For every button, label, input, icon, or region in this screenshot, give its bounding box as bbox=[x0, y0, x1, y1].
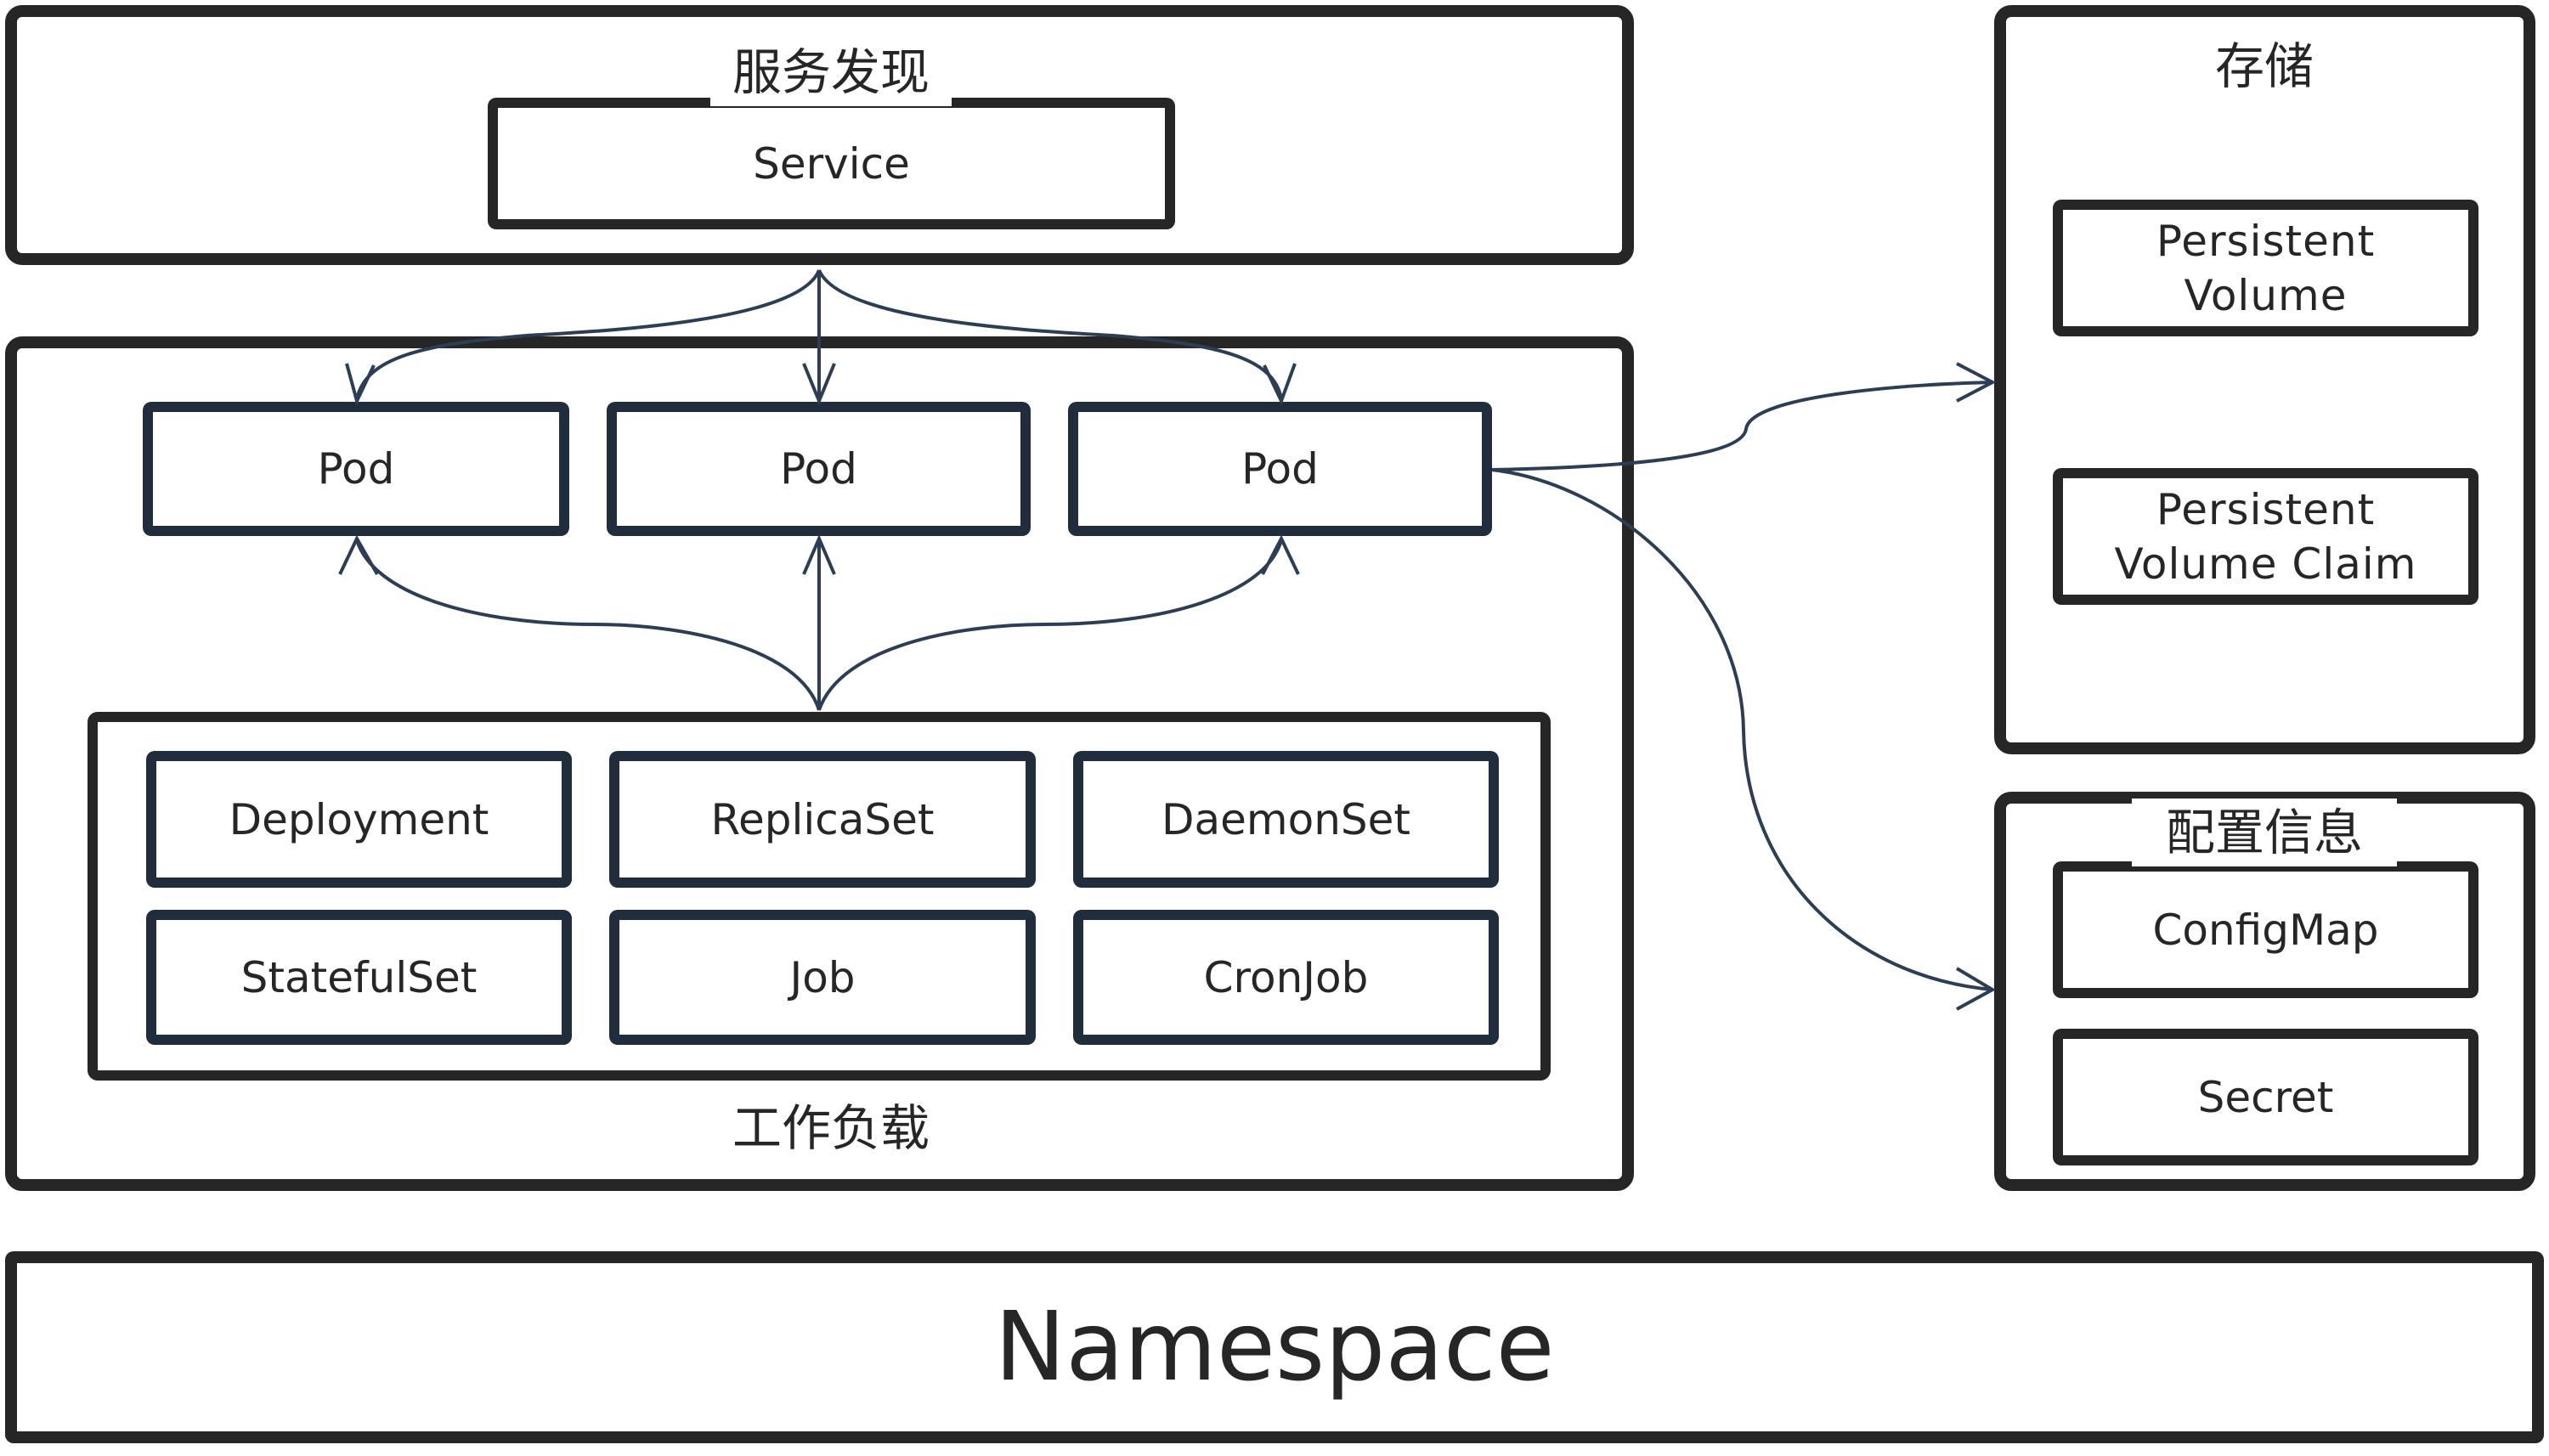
controller-label: Job bbox=[789, 952, 856, 1002]
arrowhead-storage bbox=[1956, 362, 1997, 403]
pod-box[interactable]: Pod bbox=[607, 402, 1031, 536]
controller-label: DaemonSet bbox=[1161, 794, 1410, 844]
pod-label: Pod bbox=[780, 444, 857, 494]
configmap-box[interactable]: ConfigMap bbox=[2053, 861, 2478, 998]
connector-service-pod3 bbox=[817, 269, 1283, 400]
storage-group bbox=[1994, 5, 2535, 754]
arrowhead-pod2 bbox=[802, 363, 836, 406]
namespace-label: Namespace bbox=[994, 1292, 1555, 1402]
pod-label: Pod bbox=[1241, 444, 1319, 494]
config-title: 配置信息 bbox=[2131, 799, 2398, 866]
controller-box-replicaset[interactable]: ReplicaSet bbox=[609, 751, 1036, 888]
secret-box[interactable]: Secret bbox=[2053, 1029, 2478, 1165]
arrowhead-config bbox=[1955, 967, 1997, 1011]
workload-title: 工作负载 bbox=[732, 1099, 930, 1157]
pod-box[interactable]: Pod bbox=[1068, 402, 1492, 536]
controller-box-statefulset[interactable]: StatefulSet bbox=[146, 910, 572, 1045]
arrowhead-up-pod2 bbox=[802, 533, 836, 575]
arrowhead-up-pod1 bbox=[338, 534, 379, 575]
controller-box-cronjob[interactable]: CronJob bbox=[1073, 910, 1499, 1045]
connector-controllers-pod3 bbox=[817, 539, 1283, 711]
persistent-volume-claim-box[interactable]: Persistent Volume Claim bbox=[2053, 468, 2478, 605]
arrowhead-pod3 bbox=[1263, 363, 1297, 406]
connector-pod-config bbox=[1491, 468, 1993, 991]
service-box[interactable]: Service bbox=[488, 98, 1175, 229]
arrowhead-up-pod3 bbox=[1261, 534, 1300, 575]
pod-label: Pod bbox=[317, 444, 395, 494]
connector-pod-storage bbox=[1491, 381, 1993, 471]
controller-box-daemonset[interactable]: DaemonSet bbox=[1073, 751, 1499, 888]
configmap-label: ConfigMap bbox=[2152, 905, 2379, 955]
service-discovery-title: 服务发现 bbox=[709, 38, 952, 106]
arrowhead-pod1 bbox=[345, 363, 376, 406]
controller-box-job[interactable]: Job bbox=[609, 910, 1036, 1045]
persistent-volume-box[interactable]: Persistent Volume bbox=[2053, 200, 2478, 336]
storage-title: 存储 bbox=[2214, 37, 2314, 95]
connector-service-pod1 bbox=[355, 269, 821, 400]
controller-label: ReplicaSet bbox=[710, 794, 935, 844]
controller-box-deployment[interactable]: Deployment bbox=[146, 751, 572, 888]
namespace-bar[interactable]: Namespace bbox=[5, 1251, 2544, 1443]
persistent-volume-label: Persistent Volume bbox=[2156, 216, 2376, 320]
controller-label: StatefulSet bbox=[240, 952, 478, 1002]
secret-label: Secret bbox=[2197, 1072, 2334, 1122]
service-label: Service bbox=[753, 138, 910, 189]
controller-label: CronJob bbox=[1203, 952, 1369, 1002]
controller-label: Deployment bbox=[229, 794, 489, 844]
pod-box[interactable]: Pod bbox=[143, 402, 569, 536]
connector-controllers-pod1 bbox=[355, 539, 821, 711]
persistent-volume-claim-label: Persistent Volume Claim bbox=[2114, 484, 2417, 589]
